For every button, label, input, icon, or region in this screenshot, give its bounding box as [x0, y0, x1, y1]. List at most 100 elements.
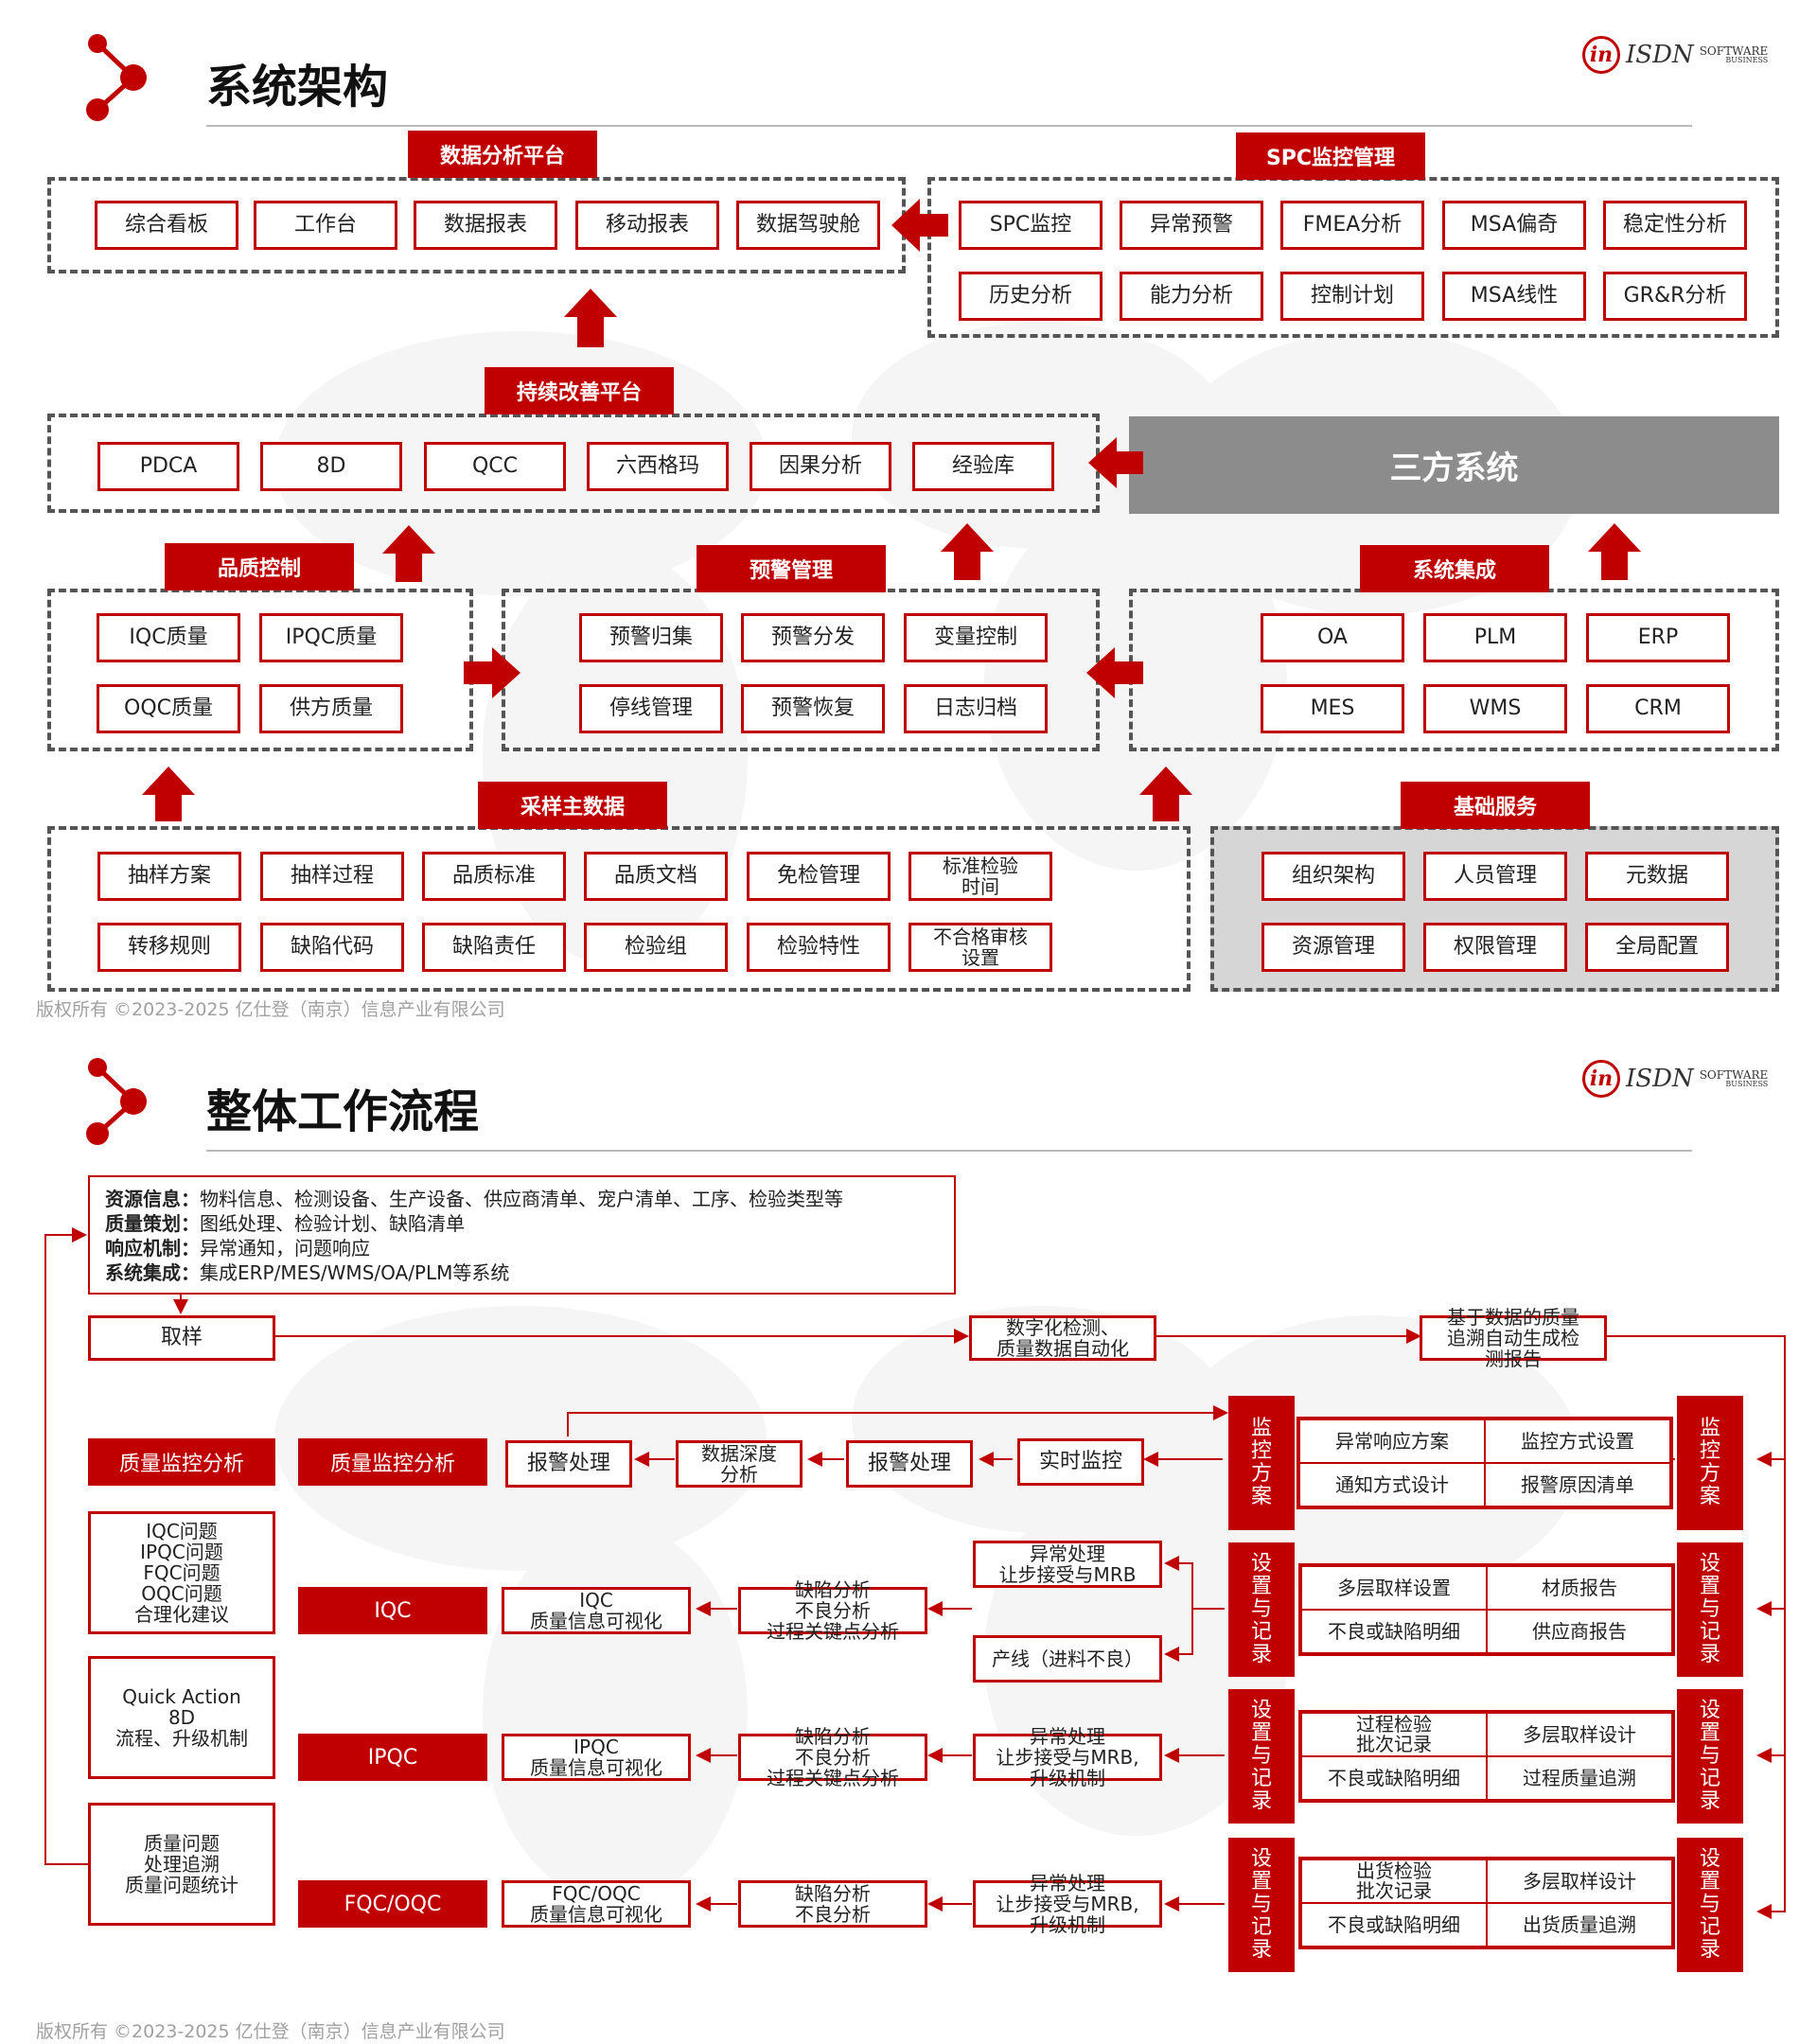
spc-control-plan[interactable]: 控制计划 [1280, 272, 1424, 321]
iqc-exception[interactable]: 异常处理 让步接受与MRB [973, 1541, 1162, 1588]
spc-fmea[interactable]: FMEA分析 [1280, 201, 1424, 250]
brand-logo-name: ISDN [1626, 41, 1694, 69]
fqc-exception[interactable]: 异常处理 让步接受与MRB, 升级机制 [973, 1873, 1162, 1935]
spc-msa-bias[interactable]: MSA偏奇 [1442, 201, 1586, 250]
ipqc-batch-record[interactable]: 过程检验 批次记录 [1301, 1713, 1487, 1756]
spc-msa-linearity[interactable]: MSA线性 [1442, 272, 1586, 321]
warn-distribute[interactable]: 预警分发 [741, 613, 885, 662]
fqc-visual[interactable]: FQC/OQC 质量信息可视化 [502, 1880, 691, 1928]
alarm-handling-2[interactable]: 报警处理 [846, 1440, 973, 1488]
improve-pdca[interactable]: PDCA [97, 442, 239, 491]
warn-recovery[interactable]: 预警恢复 [741, 684, 885, 733]
spc-exception-warning[interactable]: 异常预警 [1120, 201, 1263, 250]
improve-experience-base[interactable]: 经验库 [912, 442, 1054, 491]
module-mobile-report[interactable]: 移动报表 [575, 201, 719, 250]
sample-transfer-rule[interactable]: 转移规则 [97, 923, 241, 972]
fqc-analysis[interactable]: 缺陷分析 不良分析 [738, 1880, 927, 1928]
module-data-cockpit[interactable]: 数据驾驶舱 [736, 201, 880, 250]
sample-exemption[interactable]: 免检管理 [747, 852, 891, 901]
fqc-shipment-trace[interactable]: 出货质量追溯 [1487, 1903, 1672, 1947]
base-global-config[interactable]: 全局配置 [1585, 923, 1729, 972]
sample-inspection-feature[interactable]: 检验特性 [747, 923, 891, 972]
title-divider [206, 125, 1692, 127]
spc-capability[interactable]: 能力分析 [1120, 272, 1263, 321]
fqc-batch-record[interactable]: 出货检验 批次记录 [1301, 1859, 1487, 1903]
improve-qcc[interactable]: QCC [424, 442, 566, 491]
base-personnel[interactable]: 人员管理 [1423, 852, 1567, 901]
warn-line-stop[interactable]: 停线管理 [579, 684, 723, 733]
sys-plm[interactable]: PLM [1423, 613, 1567, 662]
alarm-handling-1[interactable]: 报警处理 [505, 1440, 632, 1488]
iqc-defect-detail[interactable]: 不良或缺陷明细 [1301, 1610, 1487, 1653]
iqc-line-bad[interactable]: 产线（进料不良） [973, 1635, 1162, 1683]
spc-stability[interactable]: 稳定性分析 [1603, 201, 1747, 250]
iqc-material-report[interactable]: 材质报告 [1487, 1566, 1672, 1610]
sample-quality-document[interactable]: 品质文档 [584, 852, 728, 901]
sample-step[interactable]: 取样 [88, 1315, 275, 1361]
plan-exception-response[interactable]: 异常响应方案 [1299, 1419, 1485, 1463]
improve-8d[interactable]: 8D [260, 442, 402, 491]
qc-supplier[interactable]: 供方质量 [259, 684, 403, 733]
digital-inspection[interactable]: 数字化检测、 质量数据自动化 [969, 1315, 1156, 1361]
data-depth-analysis[interactable]: 数据深度 分析 [676, 1440, 803, 1488]
warn-collect[interactable]: 预警归集 [579, 613, 723, 662]
ipqc-exception[interactable]: 异常处理 让步接受与MRB, 升级机制 [973, 1726, 1162, 1788]
trace-report[interactable]: 基于数据的质量 追溯自动生成检 测报告 [1420, 1307, 1607, 1369]
plan-notify-method[interactable]: 通知方式设计 [1299, 1463, 1485, 1507]
sys-erp[interactable]: ERP [1586, 613, 1730, 662]
ipqc-process-trace[interactable]: 过程质量追溯 [1487, 1756, 1672, 1800]
realtime-monitor[interactable]: 实时监控 [1017, 1438, 1144, 1486]
qc-oqc[interactable]: OQC质量 [97, 684, 240, 733]
base-metadata[interactable]: 元数据 [1585, 852, 1729, 901]
iqc-multilayer-sampling[interactable]: 多层取样设置 [1301, 1566, 1487, 1610]
left-issue-trace[interactable]: 质量问题 处理追溯 质量问题统计 [88, 1803, 275, 1926]
sample-plan[interactable]: 抽样方案 [97, 852, 241, 901]
improve-six-sigma[interactable]: 六西格玛 [587, 442, 729, 491]
ipqc-multilayer-sampling[interactable]: 多层取样设计 [1487, 1713, 1672, 1756]
sys-mes[interactable]: MES [1261, 684, 1404, 733]
sample-inspection-group[interactable]: 检验组 [584, 923, 728, 972]
plan-monitor-method[interactable]: 监控方式设置 [1485, 1419, 1670, 1463]
sys-crm[interactable]: CRM [1586, 684, 1730, 733]
ipqc-defect-detail[interactable]: 不良或缺陷明细 [1301, 1756, 1487, 1800]
ipqc-visual[interactable]: IPQC 质量信息可视化 [502, 1734, 691, 1781]
plan-alarm-reasons[interactable]: 报警原因清单 [1485, 1463, 1670, 1507]
iqc-visual[interactable]: IQC 质量信息可视化 [502, 1587, 691, 1634]
iqc-supplier-report[interactable]: 供应商报告 [1487, 1610, 1672, 1653]
fqc-multilayer-sampling[interactable]: 多层取样设计 [1487, 1859, 1672, 1903]
qc-iqc[interactable]: IQC质量 [97, 613, 240, 662]
base-org-structure[interactable]: 组织架构 [1261, 852, 1405, 901]
warn-variable-control[interactable]: 变量控制 [904, 613, 1048, 662]
spc-monitor[interactable]: SPC监控 [959, 201, 1103, 250]
fqc-settings-label-right: 设置与记录 [1677, 1838, 1743, 1972]
module-dashboard[interactable]: 综合看板 [95, 201, 238, 250]
iqc-analysis[interactable]: 缺陷分析 不良分析 过程关键点分析 [738, 1579, 927, 1642]
sample-standard-time[interactable]: 标准检验 时间 [908, 852, 1052, 901]
spc-grr[interactable]: GR&R分析 [1603, 272, 1747, 321]
ipqc-analysis[interactable]: 缺陷分析 不良分析 过程关键点分析 [738, 1726, 927, 1788]
arrow-up-improve [564, 289, 617, 347]
left-quick-action[interactable]: Quick Action 8D 流程、升级机制 [88, 1656, 275, 1779]
sample-process[interactable]: 抽样过程 [260, 852, 404, 901]
sys-oa[interactable]: OA [1261, 613, 1404, 662]
spc-history[interactable]: 历史分析 [959, 272, 1103, 321]
left-issue-list[interactable]: IQC问题 IPQC问题 FQC问题 OQC问题 合理化建议 [88, 1511, 275, 1634]
module-data-report[interactable]: 数据报表 [414, 201, 557, 250]
data-platform-header: 数据分析平台 [408, 131, 597, 178]
sample-defect-responsibility[interactable]: 缺陷责任 [422, 923, 566, 972]
sample-quality-standard[interactable]: 品质标准 [422, 852, 566, 901]
fqc-defect-detail[interactable]: 不良或缺陷明细 [1301, 1903, 1487, 1947]
base-permission-mgmt[interactable]: 权限管理 [1423, 923, 1567, 972]
sys-wms[interactable]: WMS [1423, 684, 1567, 733]
sample-nonconform-review[interactable]: 不合格审核 设置 [908, 923, 1052, 972]
sample-defect-code[interactable]: 缺陷代码 [260, 923, 404, 972]
resource-info-box: 资源信息：物料信息、检测设备、生产设备、供应商清单、宠户清单、工序、检验类型等 … [88, 1175, 956, 1295]
warn-log-archive[interactable]: 日志归档 [904, 684, 1048, 733]
base-resource-mgmt[interactable]: 资源管理 [1261, 923, 1405, 972]
module-workbench[interactable]: 工作台 [254, 201, 397, 250]
improve-cause-analysis[interactable]: 因果分析 [750, 442, 891, 491]
qc-ipqc[interactable]: IPQC质量 [259, 613, 403, 662]
brand-logo-software: SOFTWARE [1699, 44, 1769, 58]
